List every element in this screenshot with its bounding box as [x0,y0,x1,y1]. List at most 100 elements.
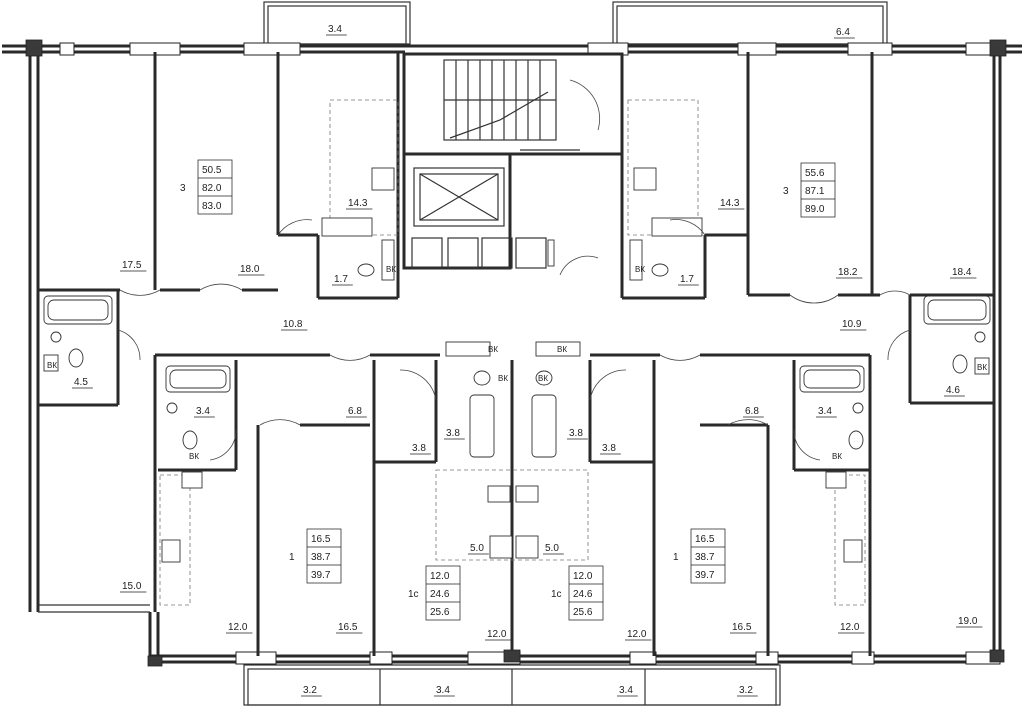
room-area-label: 17.5 [120,260,147,272]
svg-text:5.0: 5.0 [470,543,484,554]
room-area-label: 19.0 [956,616,983,628]
apartment-total-with-balcony: 25.6 [573,607,593,618]
apartment-room-count: 1 [289,552,295,563]
apartment-living-area: 16.5 [311,534,331,545]
apartment-total-with-balcony: 25.6 [430,607,450,618]
room-area-label: 1.7 [678,274,699,286]
svg-text:14.3: 14.3 [720,198,740,209]
room-area-label: 5.0 [543,543,564,555]
room-area-label: 12.0 [485,629,512,641]
room-area-label: 18.4 [950,267,977,279]
apartment-total-with-balcony: 39.7 [695,570,715,581]
apartment-total-area: 82.0 [202,183,222,194]
svg-text:6.4: 6.4 [836,27,850,38]
bathroom-mark: ВК [538,374,548,383]
room-area-label: 3.8 [600,443,621,455]
svg-text:4.6: 4.6 [946,385,960,396]
apartment-total-area: 38.7 [695,552,715,563]
room-area-label: 3.2 [301,685,322,697]
room-area-label: 12.0 [838,622,865,634]
svg-text:17.5: 17.5 [122,260,142,271]
bathroom-mark: ВК [189,452,199,461]
bathroom-mark: ВК [977,363,987,372]
doors [117,219,911,461]
bathroom-mark: ВК [557,345,567,354]
apartment-info-box: 1c 12.0 24.6 25.6 [551,565,604,621]
room-area-label: 6.4 [834,27,855,39]
room-area-label: 18.2 [836,267,863,279]
svg-text:16.5: 16.5 [338,622,358,633]
svg-text:14.3: 14.3 [348,198,368,209]
room-area-label: 3.4 [326,24,347,36]
svg-text:3.8: 3.8 [602,443,616,454]
svg-text:12.0: 12.0 [487,629,507,640]
svg-text:12.0: 12.0 [228,622,248,633]
columns [25,39,1007,667]
svg-text:16.5: 16.5 [732,622,752,633]
apartment-total-area: 24.6 [573,589,593,600]
room-area-label: 10.8 [281,319,308,331]
elevator [411,167,599,276]
room-area-label: 3.4 [194,406,215,418]
room-area-label: 3.8 [410,443,431,455]
apartment-info-box: 355.687.189.0 [783,162,836,218]
svg-text:4.5: 4.5 [74,377,88,388]
room-area-label: 3.4 [434,685,455,697]
room-area-label: 16.5 [730,622,757,634]
svg-text:3.2: 3.2 [303,685,317,696]
svg-text:3.8: 3.8 [569,428,583,439]
svg-text:12.0: 12.0 [627,629,647,640]
apartment-room-count: 3 [783,186,789,197]
apartment-living-area: 12.0 [573,571,593,582]
apartment-total-area: 24.6 [430,589,450,600]
room-area-label: 4.6 [944,385,965,397]
svg-text:3.4: 3.4 [196,406,210,417]
svg-text:18.0: 18.0 [240,264,260,275]
svg-text:18.4: 18.4 [952,267,972,278]
apartment-total-with-balcony: 39.7 [311,570,331,581]
apartment-living-area: 50.5 [202,165,222,176]
apartment-total-with-balcony: 89.0 [805,204,825,215]
room-area-label: 3.4 [617,685,638,697]
room-area-label: 3.8 [567,428,588,440]
svg-text:6.8: 6.8 [348,406,362,417]
bottom-balconies [243,664,781,706]
apartment-info-box: 1 16.5 38.7 39.7 [289,528,342,584]
svg-text:3.4: 3.4 [818,406,832,417]
apartment-living-area: 12.0 [430,571,450,582]
svg-text:12.0: 12.0 [840,622,860,633]
svg-text:5.0: 5.0 [545,543,559,554]
room-area-label: 15.0 [120,581,147,593]
room-area-label: 6.8 [346,406,367,418]
bathroom-mark: ВК [498,374,508,383]
room-area-label: 3.4 [816,406,837,418]
apartment-info-box: 3 50.5 82.0 83.0 [180,159,233,215]
apartment-living-area: 16.5 [695,534,715,545]
room-area-label: 16.5 [336,622,363,634]
svg-text:3.4: 3.4 [328,24,342,35]
room-area-label: 10.9 [840,319,867,331]
svg-text:19.0: 19.0 [958,616,978,627]
apartment-room-count: 3 [180,183,186,194]
room-area-label: 12.0 [226,622,253,634]
bathroom-mark: ВК [832,452,842,461]
apartment-total-with-balcony: 83.0 [202,201,222,212]
room-area-label: 6.8 [743,406,764,418]
outer-walls [2,44,1022,664]
room-area-label: 3.8 [444,428,465,440]
room-area-label: 4.5 [72,377,93,389]
bathroom-mark: ВК [488,345,498,354]
svg-text:3.8: 3.8 [446,428,460,439]
room-area-label: 12.0 [625,629,652,641]
bathroom-mark: ВК [47,361,57,370]
svg-text:1.7: 1.7 [680,274,694,285]
apartment-total-area: 38.7 [311,552,331,563]
room-area-label: 14.3 [346,198,373,210]
svg-text:18.2: 18.2 [838,267,858,278]
apartment-info-box: 116.538.739.7 [673,528,726,584]
apartment-room-count: 1c [551,589,562,600]
room-area-label: 3.2 [737,685,758,697]
